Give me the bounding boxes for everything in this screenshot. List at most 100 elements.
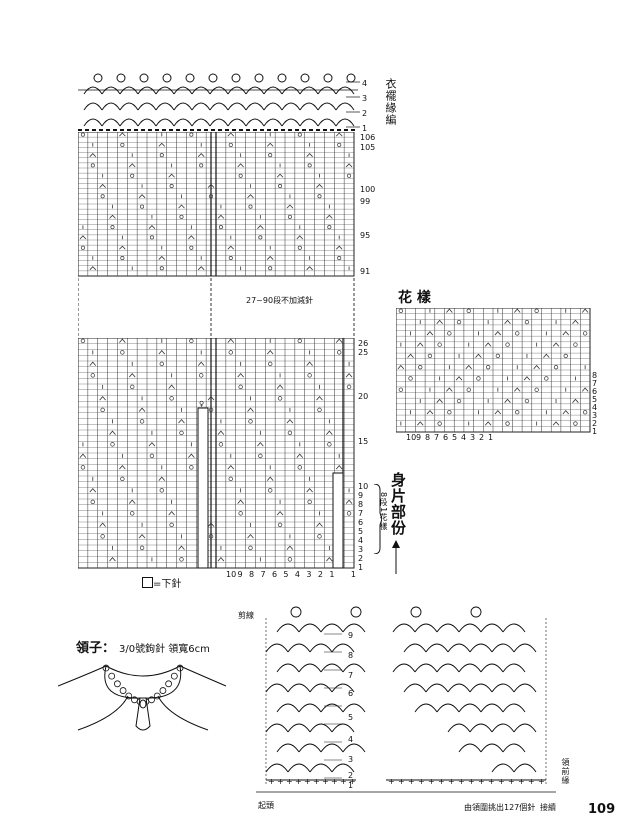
- svg-text:+: +: [468, 777, 475, 786]
- decrease-symbol: [523, 376, 531, 381]
- decrease-symbol: [316, 396, 323, 401]
- decrease-symbol: [276, 511, 284, 516]
- decrease-symbol: [484, 421, 492, 426]
- decrease-symbol: [266, 142, 274, 147]
- yarn-over-symbol: [573, 421, 578, 426]
- decrease-symbol: [257, 225, 264, 229]
- decrease-symbol: [581, 387, 589, 392]
- repeat-bracket: [373, 484, 382, 554]
- decrease-symbol: [504, 319, 511, 325]
- yarn-over-symbol: [437, 421, 442, 426]
- decrease-symbol: [148, 225, 156, 229]
- svg-text:+: +: [488, 777, 495, 786]
- svg-text:+: +: [331, 777, 338, 786]
- decrease-symbol: [572, 319, 579, 325]
- yarn-over-symbol: [130, 173, 135, 178]
- yarn-over-symbol: [307, 373, 312, 378]
- decrease-symbol: [207, 396, 215, 401]
- yarn-over-symbol: [534, 387, 539, 392]
- pattern-col-numbers: 10 9 8 7 6 5 4 3 2 1: [406, 433, 494, 442]
- yarn-over-symbol: [100, 194, 105, 199]
- decrease-symbol: [426, 409, 434, 415]
- yarn-over-symbol: [80, 465, 86, 470]
- decrease-symbol: [494, 409, 502, 415]
- yarn-over-symbol: [120, 256, 125, 260]
- decrease-symbol: [237, 163, 244, 168]
- decrease-symbol: [326, 214, 333, 219]
- yarn-over-symbol: [317, 407, 322, 413]
- yarn-over-symbol: [159, 488, 164, 493]
- yarn-over-symbol: [159, 266, 164, 271]
- yarn-over-symbol: [140, 204, 145, 209]
- decrease-symbol: [455, 376, 463, 381]
- decrease-symbol: [316, 183, 323, 188]
- yarn-over-symbol: [268, 153, 273, 158]
- decrease-symbol: [247, 534, 254, 539]
- yarn-over-symbol: [238, 511, 243, 516]
- decrease-symbol: [237, 499, 244, 504]
- decrease-symbol: [237, 373, 244, 378]
- yarn-over-symbol: [515, 331, 520, 336]
- yarn-over-symbol: [582, 410, 588, 415]
- svg-text:+: +: [340, 777, 347, 786]
- yarn-over-symbol: [248, 545, 253, 551]
- decrease-symbol: [276, 173, 284, 178]
- decrease-symbol: [178, 545, 185, 550]
- decrease-symbol: [217, 430, 225, 435]
- decrease-symbol: [581, 308, 589, 313]
- yarn-over-symbol: [534, 308, 539, 313]
- decrease-symbol: [119, 338, 126, 343]
- svg-text:+: +: [388, 777, 395, 786]
- yarn-over-symbol: [346, 511, 352, 516]
- decrease-symbol: [119, 245, 126, 250]
- yarn-over-symbol: [169, 522, 174, 528]
- decrease-symbol: [397, 364, 405, 370]
- svg-text:+: +: [528, 777, 535, 786]
- yarn-over-symbol: [277, 396, 283, 401]
- svg-text:♀: ♀: [199, 400, 204, 408]
- decrease-symbol: [109, 214, 116, 219]
- decrease-symbol: [436, 398, 443, 403]
- decrease-symbol: [286, 545, 294, 550]
- decrease-symbol: [158, 142, 166, 147]
- yarn-over-symbol: [437, 342, 442, 347]
- yarn-over-symbol: [228, 476, 233, 482]
- decrease-symbol: [217, 214, 225, 219]
- yarn-over-symbol: [189, 465, 194, 470]
- up-arrow-icon: [392, 540, 400, 574]
- decrease-symbol: [326, 430, 333, 435]
- collar-bottom-left: 起頭: [258, 801, 274, 810]
- svg-text:+: +: [398, 777, 405, 786]
- decrease-symbol: [227, 132, 235, 137]
- decrease-symbol: [484, 342, 492, 347]
- yarn-over-symbol: [317, 534, 322, 539]
- yarn-over-symbol: [297, 132, 302, 137]
- decrease-symbol: [168, 384, 175, 389]
- yarn-over-symbol: [307, 163, 312, 168]
- yarn-over-symbol: [80, 338, 86, 344]
- yarn-over-symbol: [189, 245, 194, 250]
- bottom-row-numbers: 26 25 20 15 10 9 8 7 6 5 4 3 2 1: [358, 339, 369, 572]
- yarn-over-symbol: [307, 499, 312, 505]
- border-row-numbers: 4 3 2 1: [362, 79, 368, 133]
- yarn-over-symbol: [149, 235, 154, 240]
- svg-text:+: +: [538, 777, 545, 786]
- svg-text:+: +: [518, 777, 525, 786]
- decrease-symbol: [436, 319, 443, 325]
- yarn-over-symbol: [228, 350, 233, 355]
- decrease-symbol: [138, 407, 146, 412]
- svg-text:+: +: [295, 777, 302, 786]
- decrease-symbol: [89, 153, 97, 157]
- svg-text:+: +: [458, 777, 465, 786]
- decrease-symbol: [99, 522, 106, 527]
- decrease-symbol: [158, 350, 166, 355]
- decrease-symbol: [335, 465, 343, 470]
- decrease-symbol: [296, 453, 304, 458]
- yarn-over-symbol: [120, 350, 125, 355]
- svg-text:+: +: [478, 777, 485, 786]
- decrease-symbol: [227, 465, 235, 470]
- yarn-over-symbol: [287, 430, 293, 436]
- yarn-over-symbol: [346, 384, 352, 390]
- pattern-title: 花 樣: [398, 290, 431, 306]
- yarn-over-symbol: [287, 214, 292, 219]
